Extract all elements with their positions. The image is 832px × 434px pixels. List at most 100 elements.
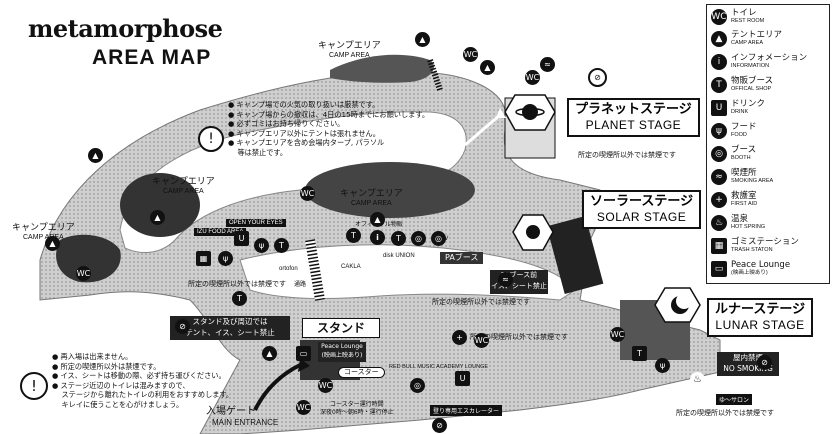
tent-icon: ▲ [415,32,430,47]
legend-label: テントエリア [731,30,783,41]
legend-label-en: OFFICAL SHOP [731,86,772,93]
peace-lounge-label: Peace Lounge (映画上映あり) [318,342,366,362]
first-aid-icon: + [452,330,467,345]
pa-booth-label: PAブース [440,252,484,264]
escalator-arrow [464,113,501,147]
legend-label-en: BOOTH [731,155,751,162]
notice-line: イス、シート禁止 [491,282,547,290]
smoking-note: 所定の喫煙所以外では禁煙です [188,280,286,288]
camp-area-label: キャンプエリア CAMP AREA [318,41,381,60]
cakla-label: CAKLA [341,264,361,270]
drink-icon: U [234,231,249,246]
first-aid-icon: + [711,192,727,208]
escalator-label: 登り専用エスカレーター [430,405,503,416]
shirt-icon: T [632,346,647,361]
planet-icon [522,104,538,120]
shirt-icon: T [346,228,361,243]
toilet-icon: WC [610,327,625,342]
map-title: AREA MAP [92,46,212,69]
notice-line: スタンド及び周辺では [192,317,268,326]
camp-area-label: キャンプエリア CAMP AREA [12,223,75,242]
legend-label-en: DRINK [731,109,749,116]
stand-label: スタンド [302,318,381,338]
lounge-icon: ▭ [296,346,311,361]
smoking-note: 所定の喫煙所以外では禁煙です [578,151,676,159]
cd-icon: ◎ [411,231,426,246]
coaster-note: コースター運行時間 [329,401,384,408]
tent-icon: ▲ [262,346,277,361]
drink-icon: U [455,371,470,386]
lounge-line: (映画上映あり) [321,352,363,359]
notice-line: PAブース前 [500,271,538,279]
camp-area-en: CAMP AREA [23,233,64,241]
coaster-hours: コースター運行時間 深夜0時～朝6時・運行停止 [320,401,394,417]
tent-icon: ▲ [88,148,103,163]
general-rule: ● イス、シートは移動の際、必ず持ち運びください。 [52,371,226,380]
disk-union-label: disk UNION [383,253,415,259]
smoking-note: 所定の喫煙所以外では禁煙です [470,333,568,341]
notice-line: NO SMOKING [723,364,773,373]
tent-icon: ▲ [480,60,495,75]
legend-label-en: HOT SPRING [731,224,766,231]
cd-icon: ◎ [410,378,425,393]
legend-label-en: SMOKING AREA [731,178,774,185]
entrance-label-jp: 入場ゲート [206,406,256,417]
tent-icon: ▲ [45,236,60,251]
solar-stage-label: ソーラーステージ SOLAR STAGE [582,190,702,230]
warning-icon: ! [20,372,48,400]
stairs [305,239,325,301]
izu-food-label: IZU FOOD AREA [194,228,247,236]
trash-icon: ▦ [196,251,211,266]
red-bull-label: RED BULL MUSIC ACADEMY LOUNGE [389,364,489,370]
legend-label-en: FIRST AID [731,201,758,208]
cup-icon: U [711,100,727,116]
smoking-icon: ≈ [498,272,513,287]
stage-name-jp: ルナーステージ [715,302,806,317]
legend-label: Peace Lounge [731,260,791,271]
camp-rule: ● キャンプエリア以外にテントは張れません。 [228,128,380,138]
tent-icon: ▲ [711,31,727,47]
camp-rule: ● キャンプ場での火気の取り扱いは厳禁です。 [228,100,380,109]
camp-area-jp: キャンプエリア [12,223,75,233]
camp-rule: ● キャンプエリアを含め会場内タープ, パラソル [228,138,385,147]
info-icon: i [370,230,385,245]
warning-icon: ! [198,126,224,152]
hot-spring-icon: ♨ [711,215,727,231]
entrance-arrow [253,363,301,411]
food-icon: ψ [254,238,269,253]
camp-area-jp: キャンプエリア [152,177,215,187]
passage-label: 通路 [294,281,307,288]
toilet-icon: WC [525,70,540,85]
brand-logo: metamorphose [28,14,223,43]
toilet-icon: WC [318,378,333,393]
shirt-icon: T [274,238,289,253]
camp-rules: ● キャンプ場での火気の取り扱いは厳禁です。 ● キャンプ場からの撤収は、4日の… [228,100,429,157]
smoking-note: 所定の喫煙所以外では禁煙です [432,298,530,306]
legend-item: ▭ Peace Lounge(映画上映あり) [711,260,790,278]
stairs [427,59,443,91]
camp-rule: ● キャンプ場からの撤収は、4日の15時までにお願いします。 [228,109,430,119]
entrance-arrow-head [298,358,310,372]
legend-label-en: (映画上映あり) [731,270,768,277]
smoking-note: 所定の喫煙所以外では禁煙です [676,409,774,417]
shirt-icon: T [391,231,406,246]
stage-name-jp: プラネットステージ [575,102,692,117]
yu-salon-label: ゆ～サロン [716,394,753,405]
camp-area-en: CAMP AREA [163,187,204,195]
camp-area-shape [330,54,434,83]
stage-name-en: LUNAR STAGE [715,317,805,332]
smoking-icon: ≈ [540,57,555,72]
toilet-icon: WC [474,333,489,348]
camp-area-shape [305,162,475,218]
notice-line: テント、イス、シート禁止 [185,328,275,337]
camp-area-en: CAMP AREA [351,199,392,207]
ortofon-label: ortofon [279,266,298,272]
